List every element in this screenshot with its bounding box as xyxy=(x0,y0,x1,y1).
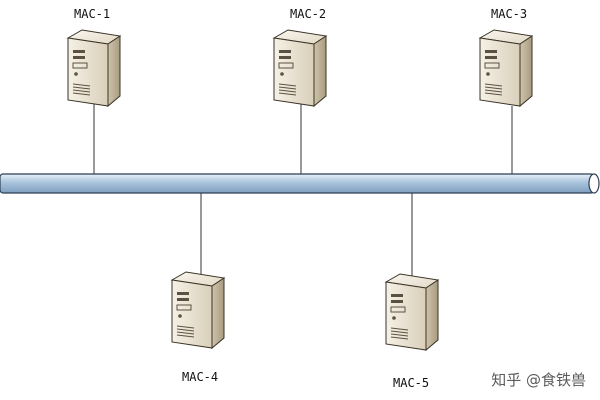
label-mac-4: MAC-4 xyxy=(182,370,218,384)
server-icon-mac-2 xyxy=(273,29,327,107)
label-mac-5: MAC-5 xyxy=(393,376,429,390)
network-bus xyxy=(0,173,600,194)
server-icon-mac-3 xyxy=(479,29,533,107)
label-mac-2: MAC-2 xyxy=(290,7,326,21)
label-mac-3: MAC-3 xyxy=(491,7,527,21)
watermark: 知乎 @食铁兽 xyxy=(491,371,586,389)
label-mac-1: MAC-1 xyxy=(74,7,110,21)
server-icon-mac-4 xyxy=(171,271,225,349)
server-icon-mac-1 xyxy=(67,29,121,107)
server-icon-mac-5 xyxy=(385,273,439,351)
